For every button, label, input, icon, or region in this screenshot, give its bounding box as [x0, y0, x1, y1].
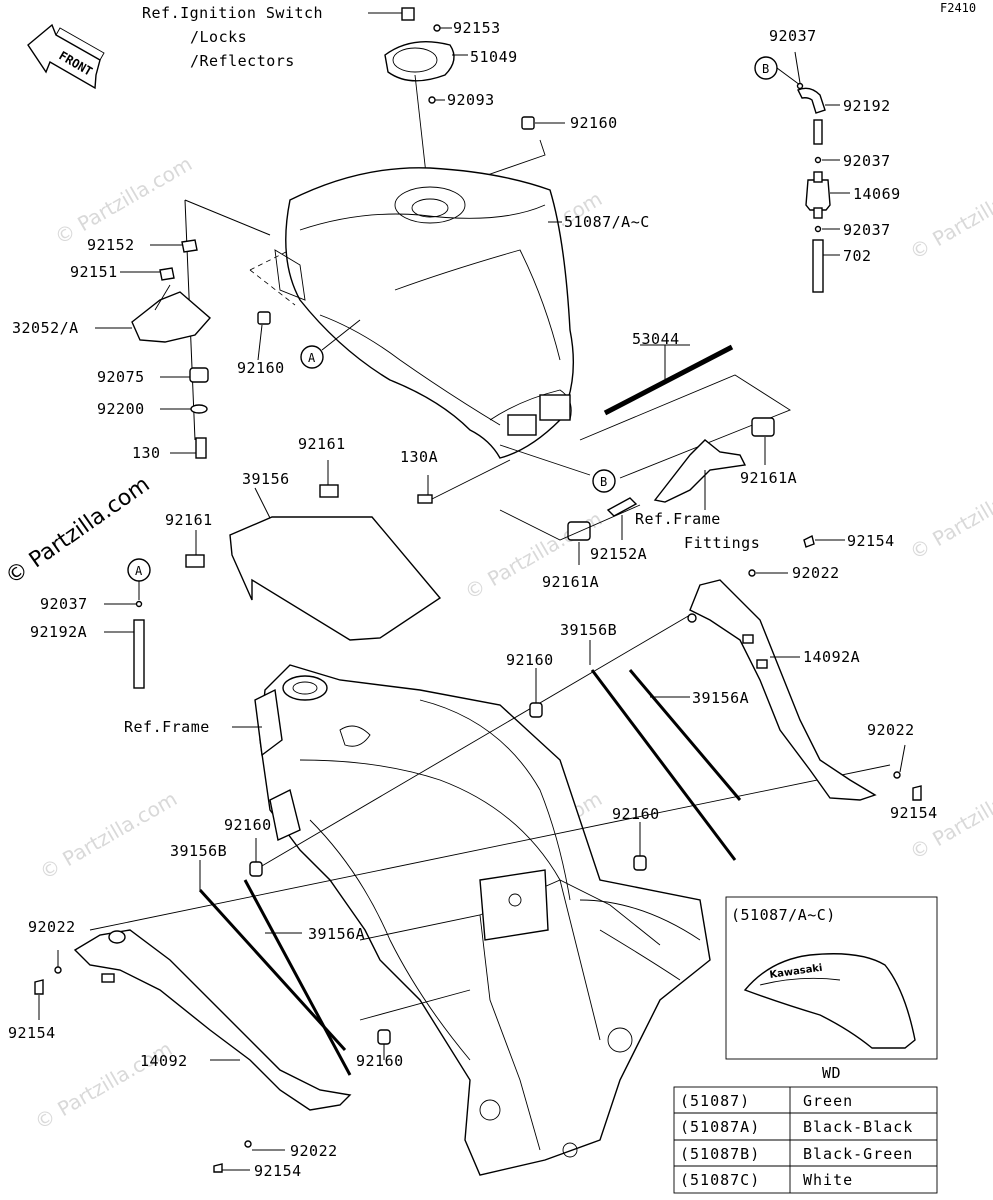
label-92160: 92160	[506, 651, 554, 669]
table-row: (51087C) White	[680, 1171, 853, 1189]
label-14092: 14092	[140, 1052, 188, 1070]
table-row: (51087A) Black-Black	[680, 1118, 913, 1136]
watermark-text: © Partzilla.com	[906, 466, 993, 564]
table-cell-code: (51087B)	[680, 1145, 760, 1163]
label-92161: 92161	[165, 511, 213, 529]
label-92192: 92192	[843, 97, 891, 115]
label-ref-reflectors: /Reflectors	[190, 52, 295, 70]
svg-text:A: A	[308, 351, 316, 365]
fuel-cap-assembly	[368, 7, 565, 211]
label-130: 130	[132, 444, 161, 462]
callout-b-label: B	[600, 475, 607, 489]
label-702: 702	[843, 247, 872, 265]
table-cell-color: White	[803, 1171, 853, 1189]
callout-a: A	[300, 319, 361, 369]
label-39156a: 39156A	[308, 925, 365, 943]
diagram-code: F2410	[940, 1, 976, 15]
part-labels: Ref.Ignition Switch /Locks /Reflectors 9…	[8, 4, 938, 1180]
label-39156a: 39156A	[692, 689, 749, 707]
watermark-text: © Partzilla.com	[906, 166, 993, 264]
fuel-tank	[274, 167, 574, 459]
label-92152a: 92152A	[590, 545, 647, 563]
label-92160: 92160	[356, 1052, 404, 1070]
table-cell-color: Black-Black	[803, 1118, 913, 1136]
label-92192a: 92192A	[30, 623, 87, 641]
label-92037: 92037	[843, 152, 891, 170]
label-ref-frame-fittings-2: Fittings	[684, 534, 760, 552]
label-92022: 92022	[28, 918, 76, 936]
vent-hose-group: B	[754, 51, 850, 293]
table-row: (51087) Green	[680, 1092, 853, 1110]
label-130a: 130A	[400, 448, 438, 466]
table-cell-code: (51087A)	[680, 1118, 760, 1136]
frame-guide-lines	[89, 614, 891, 1021]
inset-title: (51087/A~C)	[731, 906, 836, 924]
label-92160: 92160	[570, 114, 618, 132]
label-92154: 92154	[254, 1162, 302, 1180]
table-cell-code: (51087C)	[680, 1171, 760, 1189]
label-39156: 39156	[242, 470, 290, 488]
label-32052: 32052/A	[12, 319, 79, 337]
rubber-strips-left	[198, 838, 391, 1076]
side-cover-left	[34, 929, 352, 1173]
label-92161a: 92161A	[740, 469, 797, 487]
label-92022: 92022	[290, 1142, 338, 1160]
label-92093: 92093	[447, 91, 495, 109]
label-51049: 51049	[470, 48, 518, 66]
label-92037: 92037	[843, 221, 891, 239]
color-table: (51087) Green (51087A) Black-Black (5108…	[673, 1086, 938, 1194]
callout-b-label: B	[762, 62, 769, 76]
label-92037: 92037	[40, 595, 88, 613]
label-92160: 92160	[237, 359, 285, 377]
rubber-pads	[185, 460, 442, 641]
table-row: (51087B) Black-Green	[680, 1145, 913, 1163]
side-cover-right	[687, 534, 922, 801]
label-92161: 92161	[298, 435, 346, 453]
label-14069: 14069	[853, 185, 901, 203]
label-92151: 92151	[70, 263, 118, 281]
label-92037: 92037	[769, 27, 817, 45]
table-cell-code: (51087)	[680, 1092, 750, 1110]
tank-mount-bracket	[95, 199, 296, 459]
rear-tank-mount: B	[417, 374, 791, 565]
label-92200: 92200	[97, 400, 145, 418]
label-92075: 92075	[97, 368, 145, 386]
label-ref-frame: Ref.Frame	[124, 718, 210, 736]
label-39156b: 39156B	[170, 842, 227, 860]
label-ref-frame-fittings: Ref.Frame	[635, 510, 721, 528]
label-39156b: 39156B	[560, 621, 617, 639]
label-92160: 92160	[612, 805, 660, 823]
inset-caption: WD	[822, 1064, 841, 1082]
label-92152: 92152	[87, 236, 135, 254]
watermark-text: © Partzilla.com	[36, 786, 182, 884]
table-cell-color: Black-Green	[803, 1145, 913, 1163]
drain-hose-group: A	[104, 558, 151, 689]
label-51087: 51087/A~C	[564, 213, 650, 231]
label-ref-ignition: Ref.Ignition Switch	[142, 4, 323, 22]
label-53044: 53044	[632, 330, 680, 348]
tank-strip	[603, 344, 734, 416]
label-92154: 92154	[890, 804, 938, 822]
table-cell-color: Green	[803, 1092, 853, 1110]
label-92154: 92154	[847, 532, 895, 550]
color-variant-inset: (51087/A~C) Kawasaki WD	[725, 896, 938, 1082]
motorcycle-frame	[232, 664, 711, 1176]
label-14092a: 14092A	[803, 648, 860, 666]
label-92022: 92022	[867, 721, 915, 739]
label-92022: 92022	[792, 564, 840, 582]
label-92160: 92160	[224, 816, 272, 834]
label-92161a: 92161A	[542, 573, 599, 591]
front-arrow-icon: FRONT	[27, 23, 105, 90]
watermark-text: © Partzilla.com	[51, 151, 197, 249]
label-92154: 92154	[8, 1024, 56, 1042]
rubber-strips-right	[529, 640, 742, 871]
label-92153: 92153	[453, 19, 501, 37]
callout-a-label: A	[135, 564, 143, 578]
label-ref-locks: /Locks	[190, 28, 247, 46]
